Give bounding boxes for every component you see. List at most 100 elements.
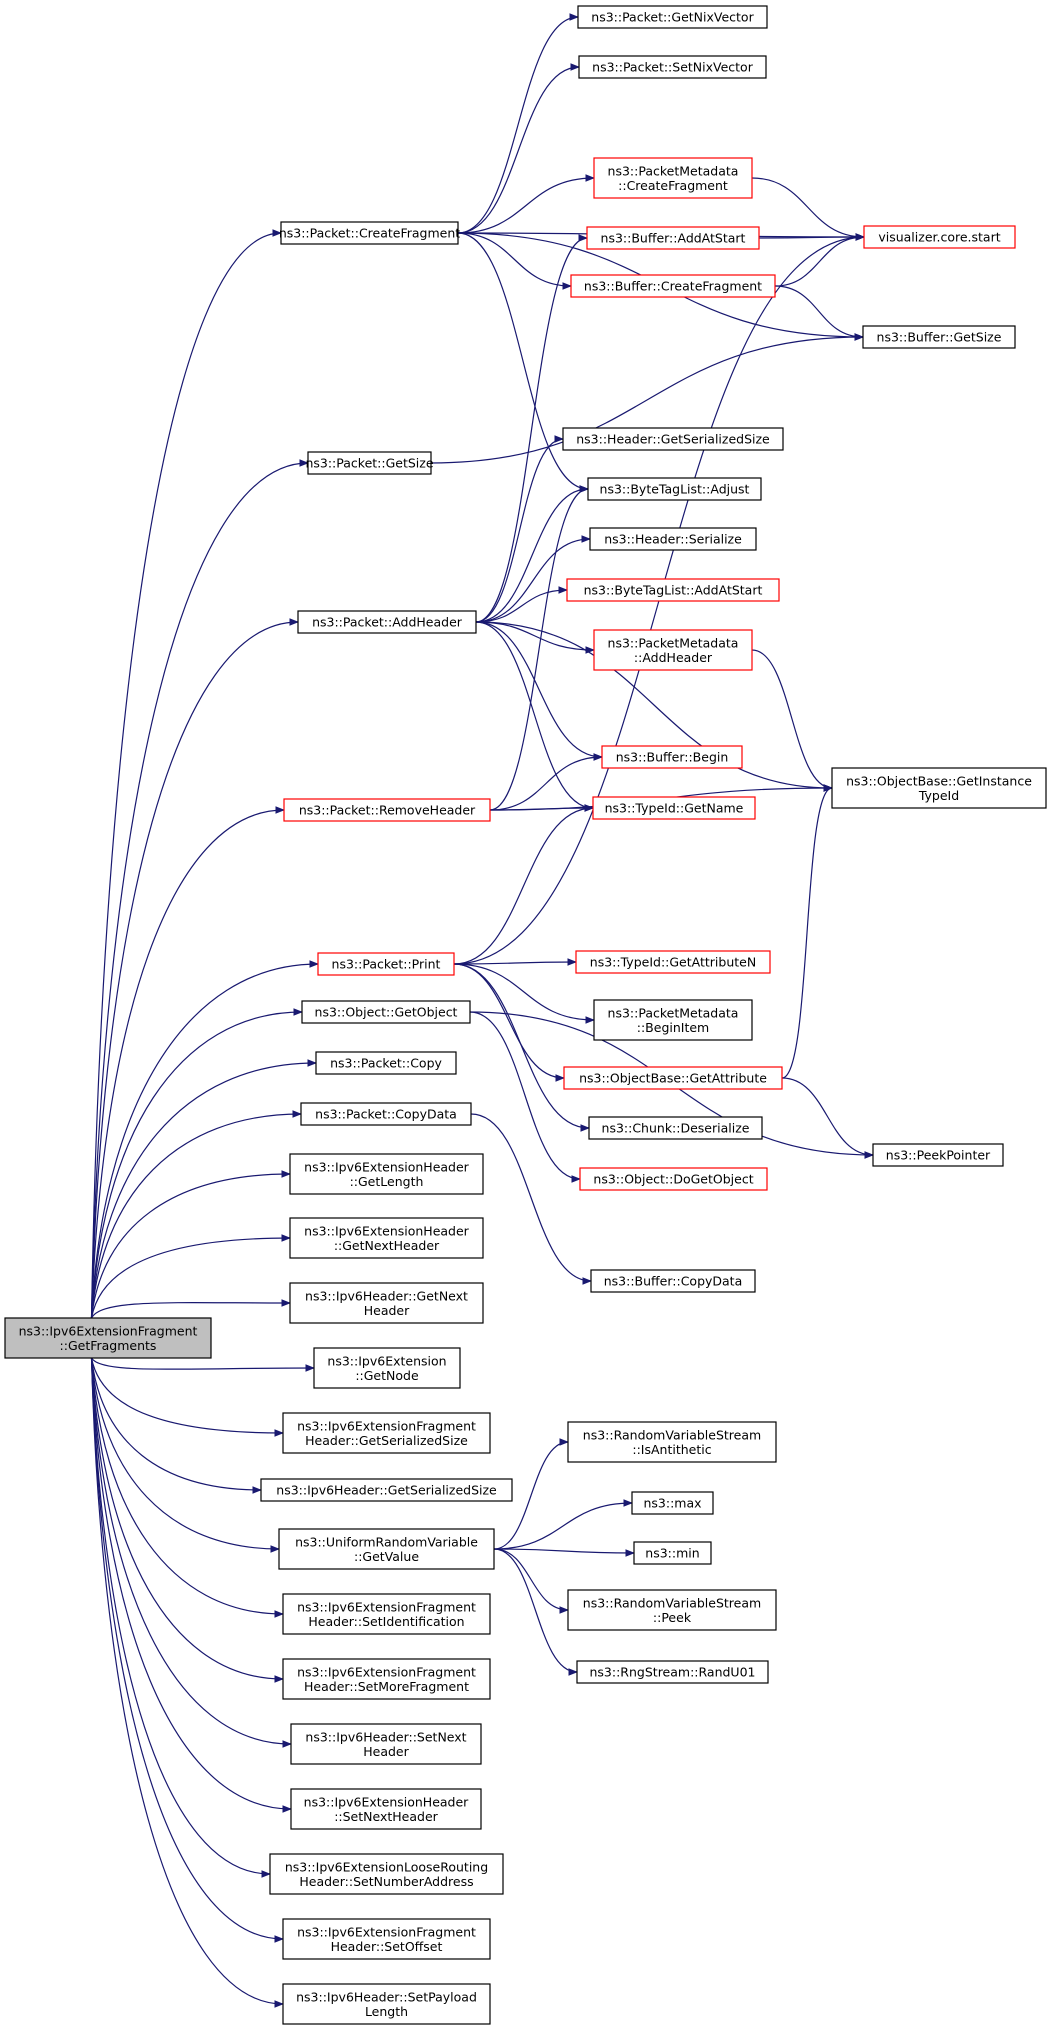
node-fragSetMore[interactable]: ns3::Ipv6ExtensionFragmentHeader::SetMor… bbox=[282, 1658, 491, 1700]
node-obGetAttribute[interactable]: ns3::ObjectBase::GetAttribute bbox=[563, 1066, 783, 1090]
node-ipv6GetNextHeader[interactable]: ns3::Ipv6Header::GetNextHeader bbox=[289, 1282, 484, 1324]
node-box bbox=[300, 1102, 472, 1126]
node-box bbox=[593, 629, 753, 671]
node-label-line: ns3::Buffer::CreateFragment bbox=[584, 279, 762, 294]
node-fragGetSerSize[interactable]: ns3::Ipv6ExtensionFragmentHeader::GetSer… bbox=[282, 1412, 491, 1454]
node-ipv6SetNext[interactable]: ns3::Ipv6Header::SetNextHeader bbox=[290, 1723, 482, 1765]
node-box bbox=[289, 1153, 484, 1195]
node-addHeader[interactable]: ns3::Packet::AddHeader bbox=[297, 610, 477, 634]
node-label-line: ns3::TypeId::GetName bbox=[605, 801, 744, 816]
node-label-line: Header::SetMoreFragment bbox=[304, 1679, 469, 1694]
node-bufBegin[interactable]: ns3::Buffer::Begin bbox=[601, 745, 743, 769]
node-rvsPeek[interactable]: ns3::RandomVariableStream::Peek bbox=[567, 1589, 777, 1631]
node-bufGetSize[interactable]: ns3::Buffer::GetSize bbox=[862, 325, 1016, 349]
edge-uniformGetValue-to-rvsIsAntithetic bbox=[493, 1438, 569, 1550]
node-typeIdGetName[interactable]: ns3::TypeId::GetName bbox=[592, 796, 756, 820]
node-box bbox=[587, 477, 762, 501]
node-vizStart[interactable]: visualizer.core.start bbox=[863, 225, 1016, 249]
node-box bbox=[563, 1066, 783, 1090]
node-label-line: ns3::Ipv6ExtensionHeader bbox=[304, 1794, 470, 1809]
node-getNixVector[interactable]: ns3::Packet::GetNixVector bbox=[577, 5, 768, 29]
node-box bbox=[290, 1788, 482, 1830]
node-box bbox=[290, 1723, 482, 1765]
node-extGetNextHeader[interactable]: ns3::Ipv6ExtensionHeader::GetNextHeader bbox=[289, 1217, 484, 1259]
node-chunkDeserialize[interactable]: ns3::Chunk::Deserialize bbox=[588, 1116, 763, 1140]
node-label-line: Header bbox=[364, 1303, 410, 1318]
edge-root-to-print bbox=[90, 960, 319, 1319]
node-getSize[interactable]: ns3::Packet::GetSize bbox=[305, 451, 434, 475]
edge-createFragment-to-getNixVector bbox=[457, 13, 579, 234]
node-label-line: ns3::TypeId::GetAttributeN bbox=[590, 955, 756, 970]
node-box bbox=[586, 226, 760, 250]
node-label-line: ns3::Packet::CreateFragment bbox=[279, 226, 460, 241]
node-box bbox=[566, 578, 780, 602]
node-fragSetIdent[interactable]: ns3::Ipv6ExtensionFragmentHeader::SetIde… bbox=[282, 1593, 491, 1635]
node-label-line: ns3::Ipv6ExtensionFragment bbox=[297, 1924, 476, 1939]
edge-root-to-ipv6SetNext bbox=[90, 1357, 292, 1748]
node-peekPointer[interactable]: ns3::PeekPointer bbox=[872, 1143, 1004, 1167]
node-label-line: ns3::Ipv6ExtensionFragment bbox=[297, 1599, 476, 1614]
node-box bbox=[289, 1217, 484, 1259]
edge-root-to-ipv6GetSerSize bbox=[90, 1357, 262, 1494]
node-setNixVector[interactable]: ns3::Packet::SetNixVector bbox=[578, 55, 767, 79]
node-ipv6GetSerSize[interactable]: ns3::Ipv6Header::GetSerializedSize bbox=[260, 1478, 513, 1502]
node-print[interactable]: ns3::Packet::Print bbox=[317, 952, 455, 976]
node-box bbox=[562, 427, 784, 451]
node-bufAddAtStart[interactable]: ns3::Buffer::AddAtStart bbox=[586, 226, 760, 250]
edge-root-to-fragGetSerSize bbox=[90, 1357, 284, 1437]
node-objDoGetObject[interactable]: ns3::Object::DoGetObject bbox=[579, 1167, 768, 1191]
node-rngRandU01[interactable]: ns3::RngStream::RandU01 bbox=[576, 1660, 769, 1684]
node-btlAdjust[interactable]: ns3::ByteTagList::Adjust bbox=[587, 477, 762, 501]
node-min[interactable]: ns3::min bbox=[633, 1541, 712, 1565]
node-getObject[interactable]: ns3::Object::GetObject bbox=[301, 1000, 471, 1024]
node-label-line: ns3::Packet::CopyData bbox=[315, 1107, 457, 1122]
node-box bbox=[317, 952, 455, 976]
node-bufCopyData[interactable]: ns3::Buffer::CopyData bbox=[590, 1269, 756, 1293]
node-extGetLength[interactable]: ns3::Ipv6ExtensionHeader::GetLength bbox=[289, 1153, 484, 1195]
node-box bbox=[578, 55, 767, 79]
node-rvsIsAntithetic[interactable]: ns3::RandomVariableStream::IsAntithetic bbox=[567, 1421, 777, 1463]
node-removeHeader[interactable]: ns3::Packet::RemoveHeader bbox=[283, 798, 491, 822]
edge-root-to-getSize bbox=[90, 459, 309, 1319]
node-bufCreateFragment[interactable]: ns3::Buffer::CreateFragment bbox=[570, 274, 776, 298]
node-copy[interactable]: ns3::Packet::Copy bbox=[315, 1051, 457, 1075]
node-label-line: ns3::Ipv6ExtensionFragment bbox=[297, 1664, 476, 1679]
edge-pmAddHeader-to-obGetInstanceTypeId bbox=[751, 649, 833, 792]
node-label-line: ns3::Ipv6Header::GetNext bbox=[305, 1288, 468, 1303]
edge-print-to-typeIdGetAttrN bbox=[453, 958, 577, 966]
node-max[interactable]: ns3::max bbox=[631, 1491, 714, 1515]
node-label-line: ns3::max bbox=[643, 1496, 701, 1511]
node-btlAddAtStart[interactable]: ns3::ByteTagList::AddAtStart bbox=[566, 578, 780, 602]
node-label-line: ns3::Ipv6ExtensionHeader bbox=[304, 1159, 470, 1174]
node-pmBeginItem[interactable]: ns3::PacketMetadata::BeginItem bbox=[593, 999, 753, 1041]
node-fragSetOffset[interactable]: ns3::Ipv6ExtensionFragmentHeader::SetOff… bbox=[282, 1918, 491, 1960]
node-box bbox=[576, 1660, 769, 1684]
node-copyData[interactable]: ns3::Packet::CopyData bbox=[300, 1102, 472, 1126]
node-box bbox=[863, 225, 1016, 249]
node-extGetNode[interactable]: ns3::Ipv6Extension::GetNode bbox=[313, 1347, 461, 1389]
node-typeIdGetAttrN[interactable]: ns3::TypeId::GetAttributeN bbox=[575, 950, 771, 974]
node-box bbox=[297, 610, 477, 634]
node-looseSetNumAddr[interactable]: ns3::Ipv6ExtensionLooseRoutingHeader::Se… bbox=[269, 1853, 504, 1895]
node-label-line: ns3::Ipv6ExtensionFragment bbox=[19, 1323, 198, 1338]
node-box bbox=[282, 1412, 491, 1454]
node-hdrSerialize[interactable]: ns3::Header::Serialize bbox=[589, 527, 757, 551]
node-uniformGetValue[interactable]: ns3::UniformRandomVariable::GetValue bbox=[278, 1528, 495, 1570]
node-pmAddHeader[interactable]: ns3::PacketMetadata::AddHeader bbox=[593, 629, 753, 671]
node-extSetNextHeader[interactable]: ns3::Ipv6ExtensionHeader::SetNextHeader bbox=[290, 1788, 482, 1830]
edge-createFragment-to-bufCreateFragment bbox=[457, 232, 572, 290]
node-box bbox=[593, 157, 753, 199]
node-createFragment[interactable]: ns3::Packet::CreateFragment bbox=[279, 221, 460, 245]
node-label-line: ns3::Ipv6ExtensionLooseRouting bbox=[285, 1859, 488, 1874]
node-label-line: ::GetNextHeader bbox=[334, 1238, 440, 1253]
node-label-line: ns3::Object::DoGetObject bbox=[593, 1172, 753, 1187]
node-pmCreateFragment[interactable]: ns3::PacketMetadata::CreateFragment bbox=[593, 157, 753, 199]
node-label-line: ns3::PeekPointer bbox=[886, 1148, 991, 1163]
node-label-line: Header::SetOffset bbox=[331, 1939, 443, 1954]
node-label-line: ns3::Packet::AddHeader bbox=[312, 615, 463, 630]
node-hdrGetSerSize[interactable]: ns3::Header::GetSerializedSize bbox=[562, 427, 784, 451]
edge-obGetAttribute-to-peekPointer bbox=[781, 1077, 874, 1159]
edge-createFragment-to-pmCreateFragment bbox=[457, 174, 595, 234]
